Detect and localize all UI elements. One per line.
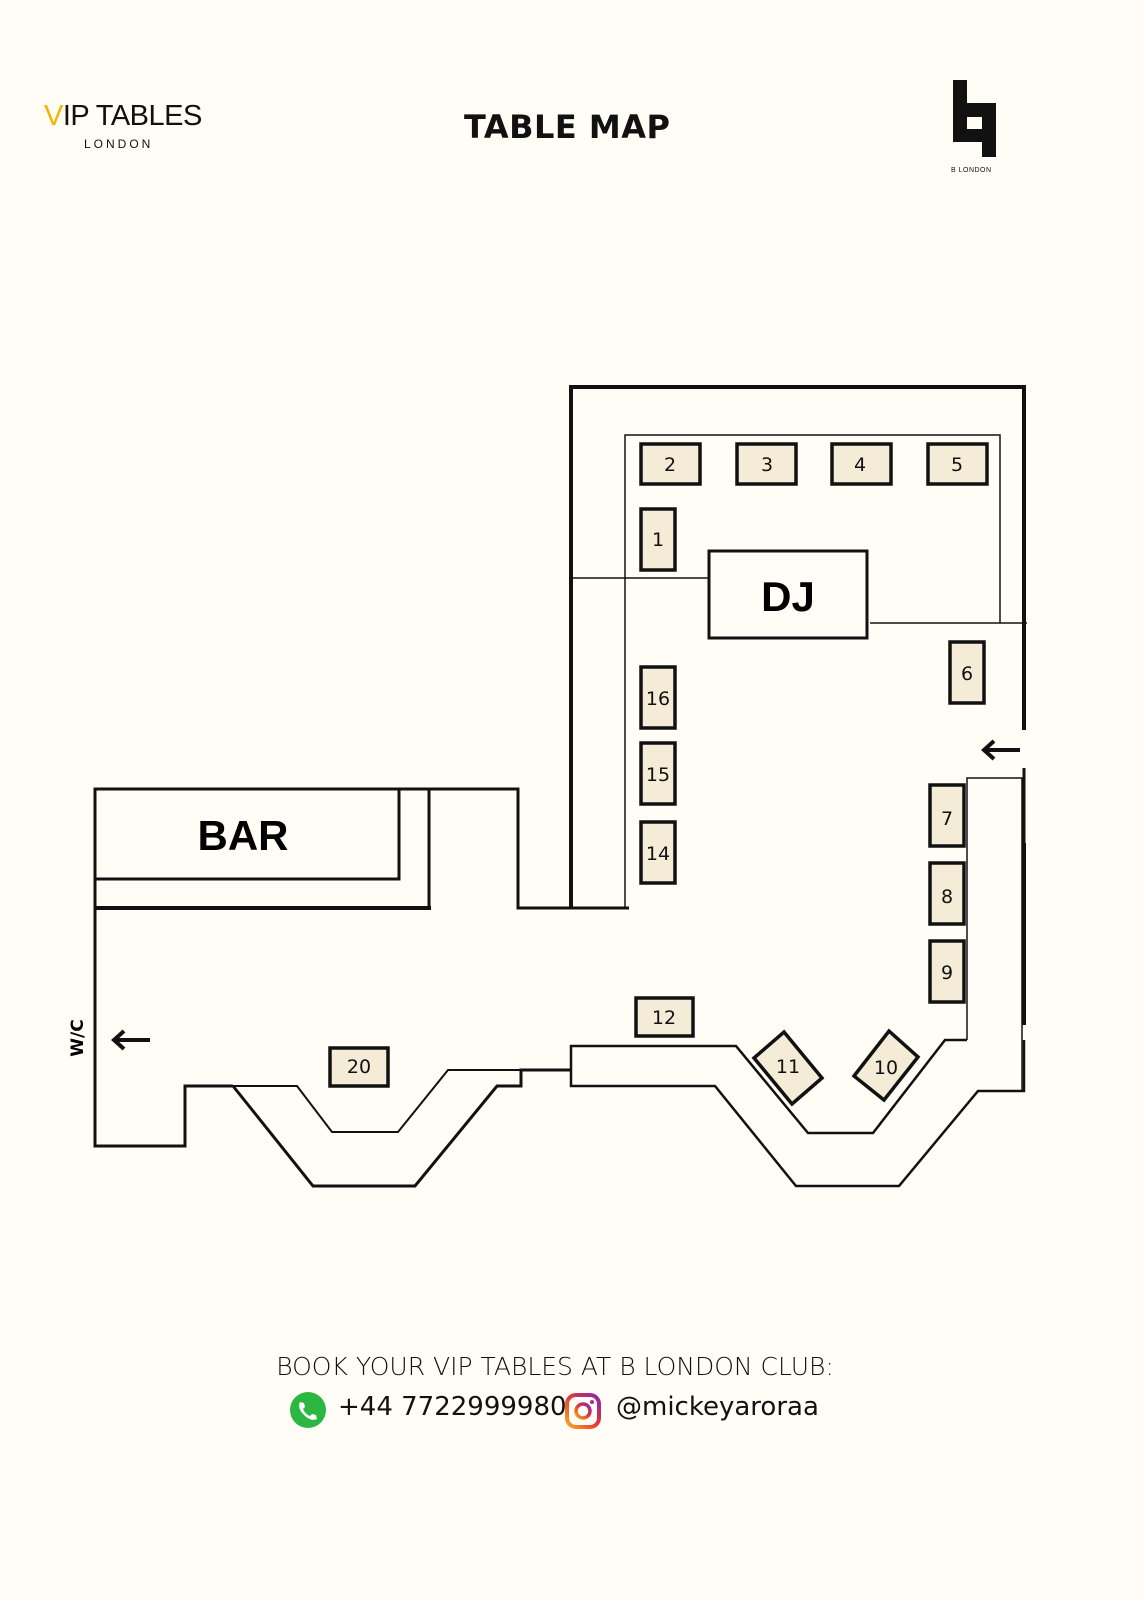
- walls: [93, 385, 1027, 1188]
- table-label: 10: [874, 1057, 898, 1079]
- dj-label: DJ: [761, 573, 815, 620]
- table-20[interactable]: 20: [328, 1046, 390, 1088]
- table-1[interactable]: 1: [639, 507, 677, 572]
- logo-v: V: [44, 100, 63, 132]
- table-9[interactable]: 9: [928, 939, 966, 1004]
- vip-tables-logo-sub: LONDON: [84, 137, 154, 151]
- table-16[interactable]: 16: [639, 665, 677, 730]
- table-label: 3: [761, 454, 773, 476]
- bar-label: BAR: [198, 812, 289, 859]
- b-london-logo: [953, 80, 996, 157]
- instagram-icon: [565, 1393, 601, 1429]
- wc-label: W/C: [68, 1019, 88, 1056]
- vip-tables-logo: VIP TABLES: [44, 100, 202, 133]
- table-14[interactable]: 14: [639, 820, 677, 885]
- table-label: 2: [664, 454, 676, 476]
- table-10[interactable]: 10: [851, 1028, 921, 1103]
- table-6[interactable]: 6: [948, 640, 986, 705]
- whatsapp-icon: [290, 1392, 326, 1428]
- booking-text: BOOK YOUR VIP TABLES AT B LONDON CLUB:: [276, 1352, 834, 1381]
- page-title: TABLE MAP: [464, 108, 671, 146]
- table-label: 5: [951, 454, 963, 476]
- table-11[interactable]: 11: [751, 1029, 825, 1107]
- table-label: 12: [652, 1007, 676, 1029]
- table-label: 11: [776, 1056, 800, 1078]
- arrow-left-icon: [111, 1029, 150, 1051]
- table-label: 16: [646, 688, 670, 710]
- table-2[interactable]: 2: [639, 442, 702, 486]
- table-label: 4: [854, 454, 866, 476]
- table-label: 15: [646, 764, 670, 786]
- instagram-handle[interactable]: @mickeyaroraa: [616, 1392, 819, 1422]
- table-12[interactable]: 12: [634, 996, 695, 1038]
- table-label: 14: [646, 843, 670, 865]
- table-label: 1: [652, 529, 664, 551]
- table-label: 20: [347, 1056, 371, 1078]
- table-label: 7: [941, 808, 953, 830]
- logo-text: IP TABLES: [62, 100, 202, 132]
- table-label: 8: [941, 886, 953, 908]
- tables: 2 3 4 5 1 6 16 15 14 7 8 9 12 20 11 10: [328, 442, 989, 1107]
- table-15[interactable]: 15: [639, 741, 677, 806]
- b-london-logo-sub: B LONDON: [951, 167, 992, 174]
- phone-number[interactable]: +44 7722999980: [338, 1392, 567, 1422]
- table-label: 6: [961, 663, 973, 685]
- table-label: 9: [941, 962, 953, 984]
- table-7[interactable]: 7: [928, 783, 966, 848]
- table-8[interactable]: 8: [928, 861, 966, 926]
- arrow-left-icon: [981, 739, 1020, 761]
- table-5[interactable]: 5: [926, 442, 989, 486]
- table-3[interactable]: 3: [735, 442, 798, 486]
- table-4[interactable]: 4: [830, 442, 893, 486]
